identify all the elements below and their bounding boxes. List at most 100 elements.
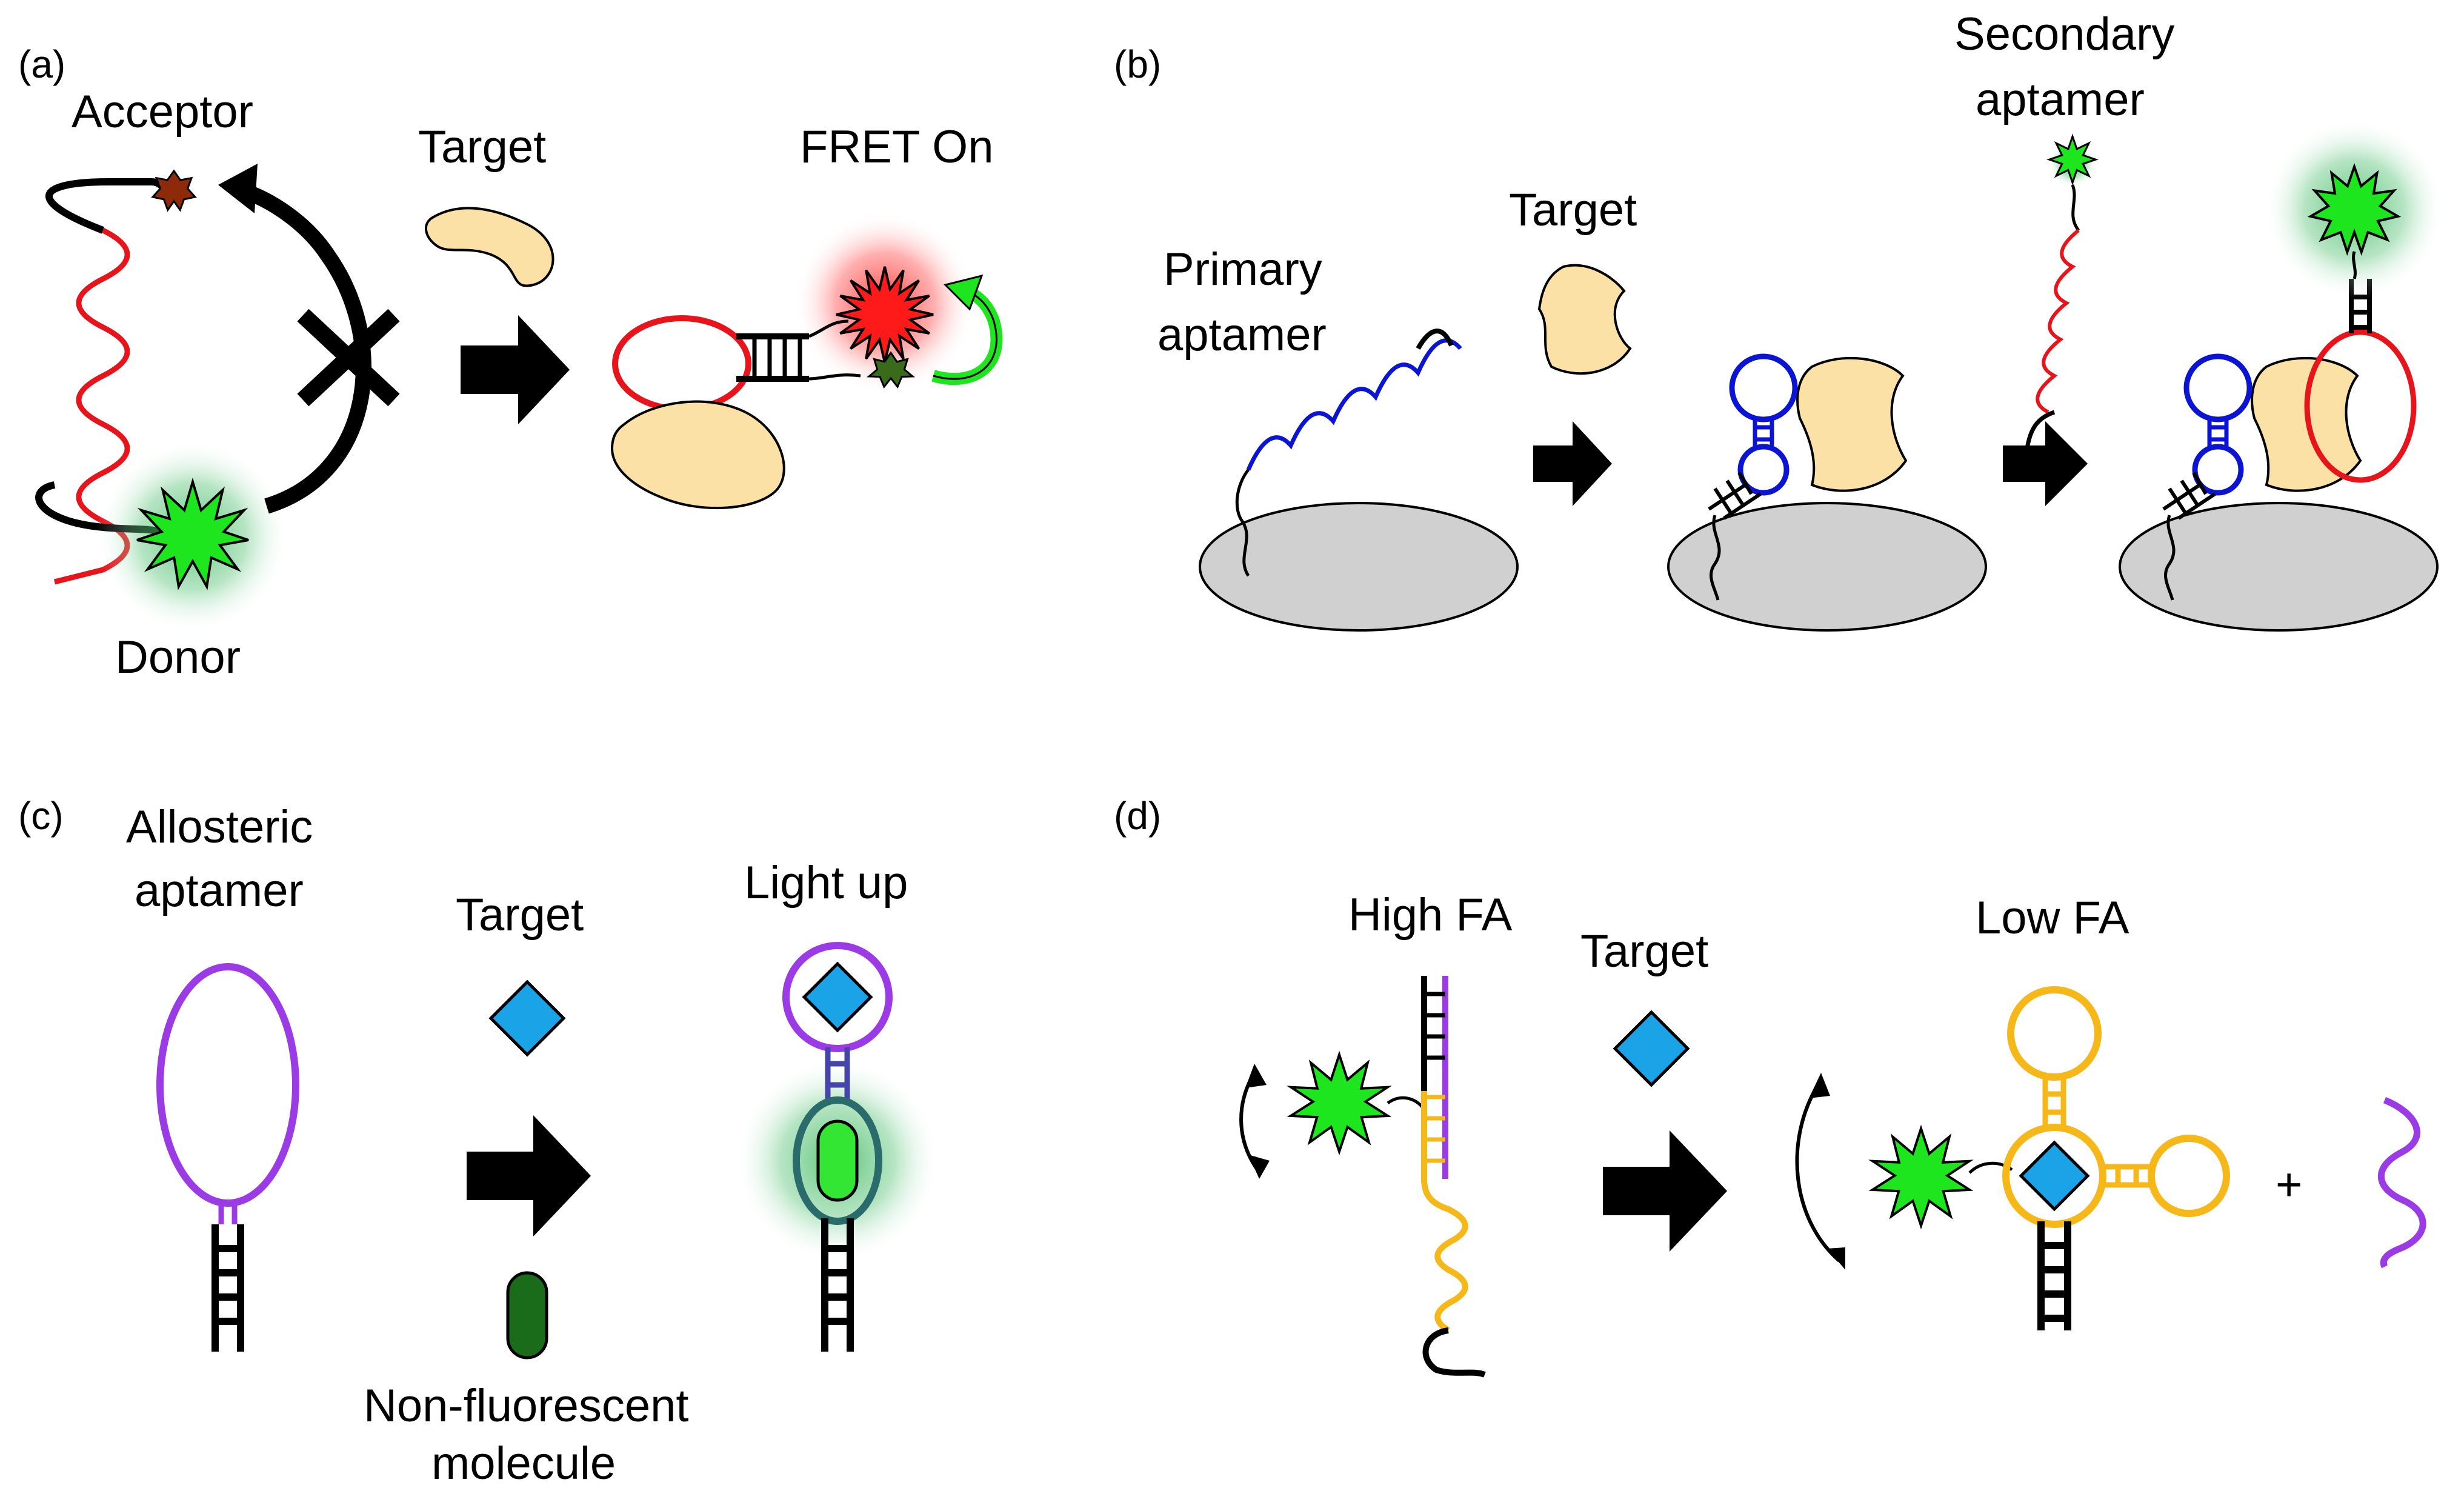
aptamer-duplex-b1 xyxy=(1708,472,1762,520)
panel-b-label: (b) xyxy=(1114,42,1161,86)
panel-b: (b) Primary aptamer Target Secondary apt… xyxy=(1114,8,2445,632)
blocked-arrow-head xyxy=(218,164,258,213)
target-shape-b xyxy=(1537,264,1632,375)
panel-c: (c) Allosteric aptamer Target Light up N… xyxy=(18,794,941,1489)
green-transfer-arrow-outline xyxy=(933,289,997,380)
aptamer-duplex-b2 xyxy=(2162,472,2216,520)
aptamer-loop-bottom-b1 xyxy=(1737,444,1790,496)
fret-on-label: FRET On xyxy=(800,121,994,173)
surface-2 xyxy=(1667,502,1987,632)
rotation-head-bottom-small xyxy=(1248,1155,1270,1179)
reaction-arrow-c xyxy=(467,1115,591,1236)
target-bound-b1 xyxy=(1796,356,1908,492)
aptamer-loop-red xyxy=(612,315,751,412)
allosteric-stem xyxy=(211,1224,244,1352)
target-diamond-c xyxy=(488,979,566,1057)
target-shape-a xyxy=(425,207,554,287)
plus-sign: + xyxy=(2276,1159,2302,1210)
target-label-c: Target xyxy=(456,889,584,941)
surface-3 xyxy=(2119,502,2439,632)
lightup-bulge xyxy=(793,1096,882,1225)
primary-aptamer-strand xyxy=(1246,338,1462,471)
panel-a-label: (a) xyxy=(18,42,65,86)
secondary-strand-red xyxy=(2036,229,2080,414)
rotation-arrow-big xyxy=(1795,1084,1840,1263)
primary-label-1: Primary xyxy=(1164,244,1322,295)
target-diamond-d xyxy=(1613,1010,1690,1087)
released-strand-purple xyxy=(2377,1096,2426,1269)
target-diamond-bound xyxy=(802,961,873,1033)
secondary-label-2: aptamer xyxy=(1976,74,2145,125)
primary-aptamer-tether xyxy=(1235,469,1250,577)
allosteric-loop xyxy=(156,963,299,1207)
acceptor-star-red xyxy=(836,266,934,363)
secondary-star-small xyxy=(2046,133,2099,186)
secondary-star-big xyxy=(2307,162,2402,256)
panel-a: (a) Acceptor Target FRET On Donor xyxy=(18,42,1003,683)
aptamer-tether-b1 xyxy=(1710,515,1721,601)
reaction-arrow-a xyxy=(461,315,570,424)
aptamer-loop-top-b2 xyxy=(2183,353,2253,422)
stem-rungs-a xyxy=(752,336,802,379)
primary-label-2: aptamer xyxy=(1157,309,1327,361)
high-fa-label: High FA xyxy=(1348,889,1513,941)
fa-linker-high xyxy=(1387,1096,1425,1110)
panel-d-label: (d) xyxy=(1114,794,1161,838)
acceptor-star xyxy=(151,169,197,212)
light-up-label: Light up xyxy=(744,857,908,909)
reaction-arrow-d xyxy=(1603,1130,1727,1252)
donor-label: Donor xyxy=(115,632,241,683)
lightup-stem xyxy=(821,1218,854,1352)
panel-d: (d) High FA Target Low FA + xyxy=(1114,794,2426,1378)
molecule-label-1: Non-fluorescent xyxy=(364,1380,689,1432)
secondary-linker xyxy=(2071,184,2080,232)
duplex-tail-black xyxy=(1422,1327,1486,1378)
allosteric-neck xyxy=(218,1200,238,1224)
target-label-a: Target xyxy=(418,121,546,173)
reaction-arrow-b1 xyxy=(1533,421,1612,506)
hairpin-loop-top xyxy=(2007,986,2102,1081)
lightup-loop xyxy=(782,942,893,1052)
aptamer-stem-b1 xyxy=(1753,418,1774,449)
target-label-b: Target xyxy=(1509,184,1637,236)
hairpin-stem-right xyxy=(2102,1164,2153,1188)
primary-aptamer-end xyxy=(1416,329,1454,350)
aptamer-loop-bottom-b2 xyxy=(2192,444,2244,496)
target-shape-a2 xyxy=(610,400,785,510)
duplex-rungs-black xyxy=(1424,992,1445,1060)
aptamer-tether-b2 xyxy=(2164,515,2176,601)
surface-1 xyxy=(1199,502,1519,632)
duplex-rungs-yellow xyxy=(1424,1095,1445,1163)
non-fluorescent-molecule xyxy=(506,1271,548,1360)
allosteric-label-2: aptamer xyxy=(135,865,304,916)
low-fa-label: Low FA xyxy=(1976,892,2129,944)
aptamer-loop-top-b1 xyxy=(1729,353,1798,422)
acceptor-label: Acceptor xyxy=(72,86,253,138)
rotation-head-top-small xyxy=(1245,1064,1267,1088)
donor-star xyxy=(136,477,249,590)
secondary-strand-end xyxy=(2025,410,2056,449)
target-diamond-bound-d xyxy=(2019,1140,2090,1212)
complex-stem-bottom xyxy=(2037,1221,2071,1330)
linker-a xyxy=(808,319,861,381)
lightup-neck xyxy=(825,1047,850,1100)
reaction-arrow-b2 xyxy=(2003,421,2088,506)
blocked-energy-arrow xyxy=(235,181,371,514)
allosteric-label-1: Allosteric xyxy=(126,801,313,853)
block-x-icon xyxy=(297,309,400,407)
hairpin-loop-right xyxy=(2148,1135,2230,1217)
three-way-junction xyxy=(2002,1124,2106,1228)
molecule-label-2: molecule xyxy=(431,1438,616,1489)
fa-star-low xyxy=(1868,1124,1974,1230)
aptamer-stem-b2 xyxy=(2207,418,2229,449)
secondary-label-1: Secondary xyxy=(1954,8,2174,60)
secondary-star-linker xyxy=(2352,251,2357,279)
panel-c-label: (c) xyxy=(18,794,64,838)
duplex-yellow xyxy=(1421,1091,1468,1333)
donor-star-small xyxy=(867,351,915,389)
rotation-head-bottom-big xyxy=(1827,1247,1845,1270)
rotation-head-top-big xyxy=(1809,1073,1830,1098)
fa-star-high xyxy=(1287,1050,1392,1156)
green-arrow-head xyxy=(944,274,984,311)
